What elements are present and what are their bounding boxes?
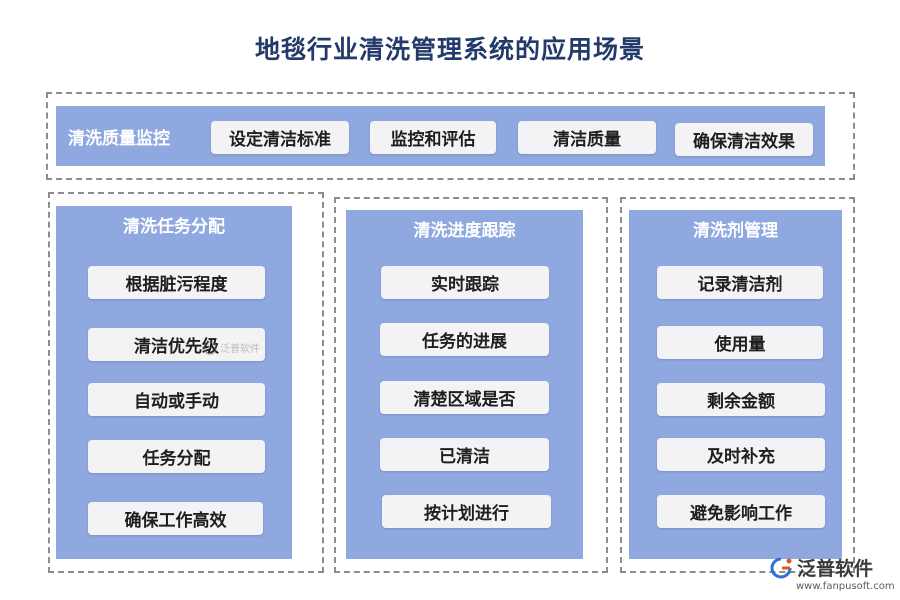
top-section-label: 清洗质量监控 [68, 129, 170, 149]
column-item: 及时补充 [657, 438, 825, 471]
column-item: 实时跟踪 [381, 266, 549, 299]
brand-url: www.fanpusoft.com [796, 581, 895, 592]
column-item: 自动或手动 [88, 383, 265, 416]
fanpu-logo-icon [770, 557, 792, 578]
center-watermark-text: 泛普软件 [220, 344, 260, 355]
top-item: 监控和评估 [370, 121, 496, 154]
column-item: 避免影响工作 [657, 495, 825, 528]
column-item: 按计划进行 [382, 495, 551, 528]
column-item: 清洁优先级 [88, 328, 265, 361]
column-header: 清洗任务分配 [123, 217, 225, 237]
column-item: 使用量 [657, 326, 823, 359]
column-frame-progress-tracking [334, 197, 608, 573]
top-item: 确保清洁效果 [675, 123, 813, 156]
brand-name: 泛普软件 [797, 558, 874, 580]
column-item: 记录清洁剂 [657, 266, 823, 299]
column-item: 清楚区域是否 [380, 381, 549, 414]
column-item: 根据脏污程度 [88, 266, 265, 299]
column-item: 任务的进展 [380, 323, 549, 356]
top-section-frame [46, 92, 855, 180]
top-item: 设定清洁标准 [211, 121, 349, 154]
column-panel-task-assignment [56, 206, 292, 559]
column-item: 已清洁 [380, 438, 549, 471]
top-item: 清洁质量 [518, 121, 656, 154]
column-header: 清洗进度跟踪 [413, 221, 516, 241]
brand-logo: 泛普软件 www.fanpusoft.com [768, 554, 895, 592]
column-header: 清洗剂管理 [693, 221, 778, 241]
center-watermark: 泛普软件 [203, 340, 260, 355]
column-item: 确保工作高效 [88, 502, 263, 535]
column-item: 剩余金额 [657, 383, 825, 416]
column-frame-task-assignment [48, 192, 324, 573]
fanpu-logo-icon [203, 340, 217, 355]
column-item: 任务分配 [88, 440, 265, 473]
diagram-title: 地毯行业清洗管理系统的应用场景 [254, 35, 645, 64]
column-frame-detergent-management [620, 197, 855, 573]
